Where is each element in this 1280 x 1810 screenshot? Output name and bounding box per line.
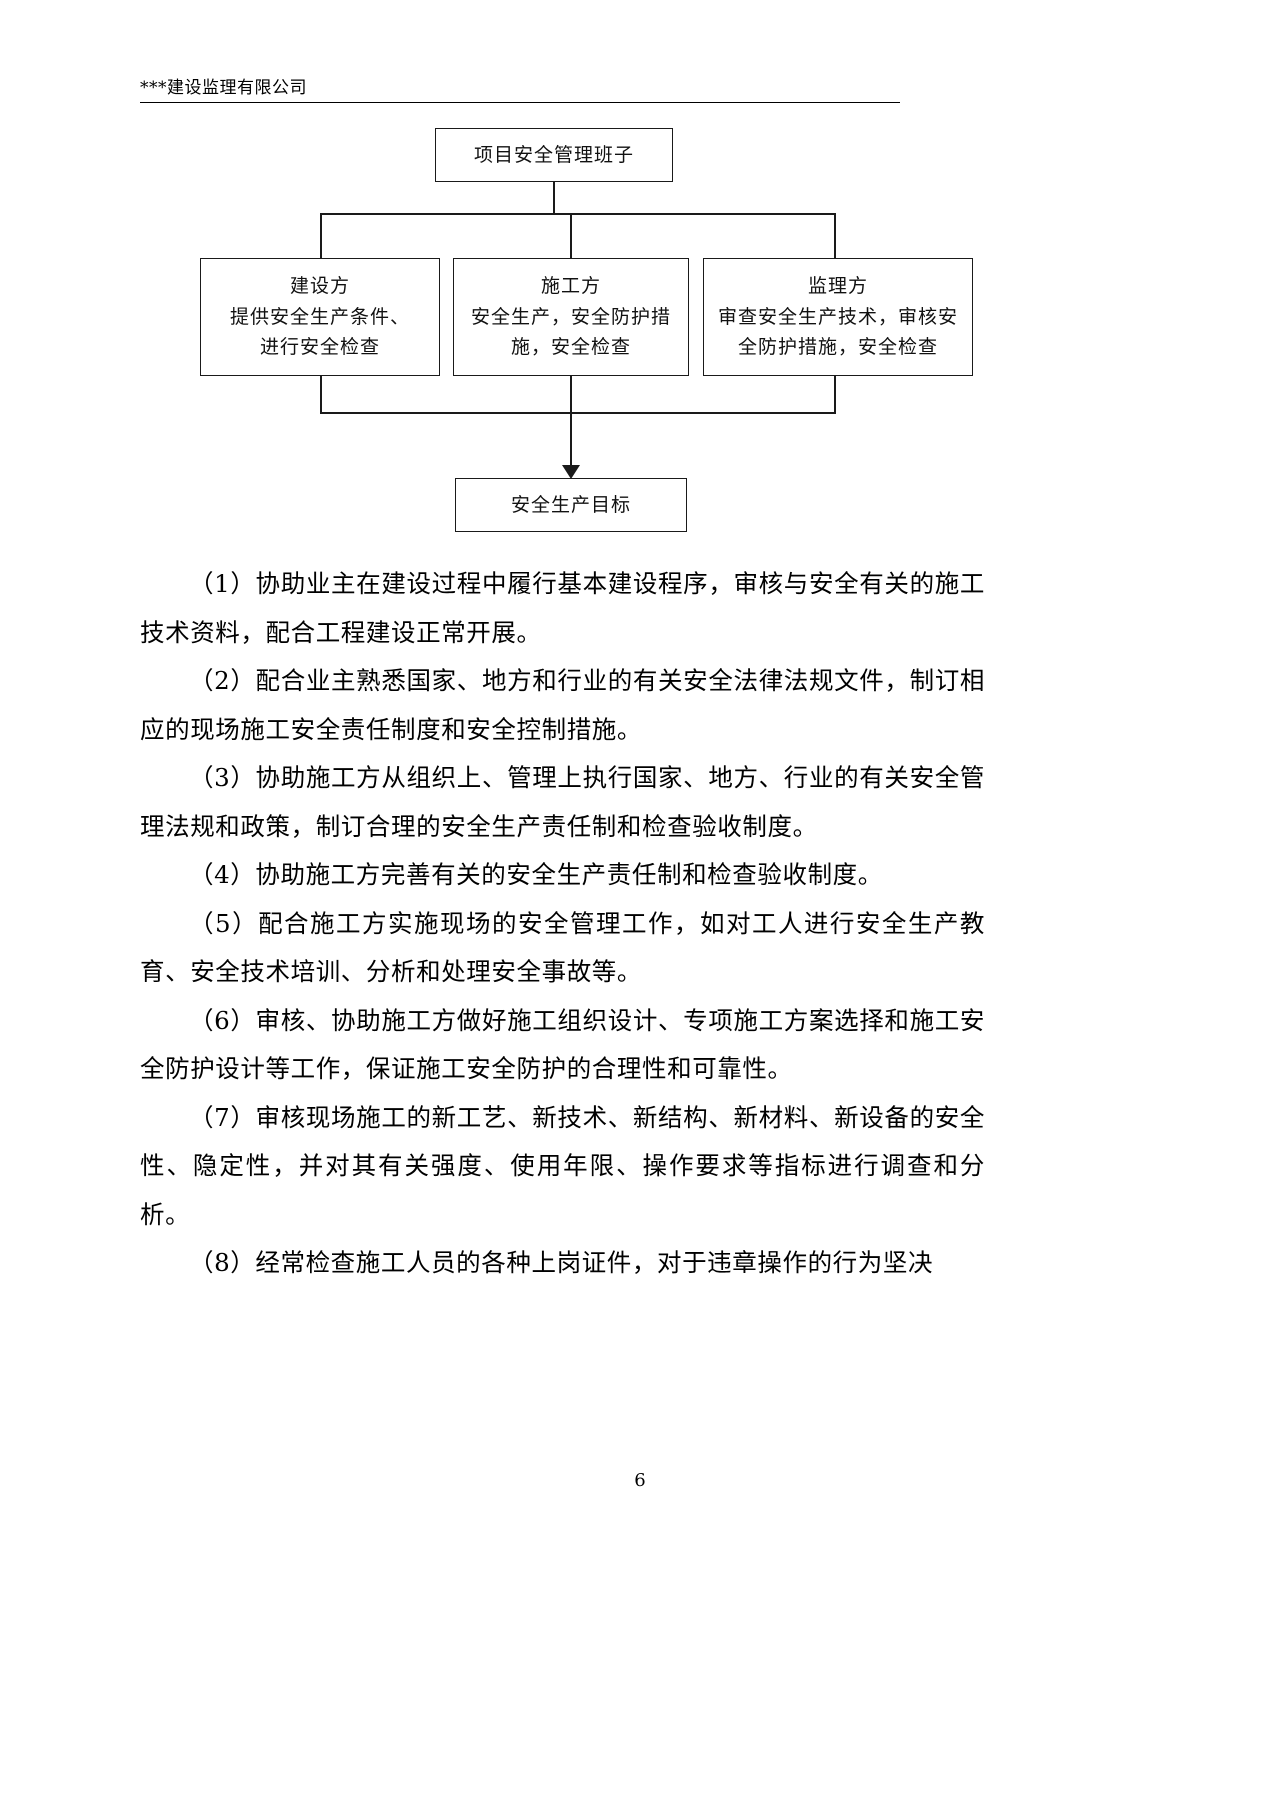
flowchart-node-owner: 建设方 提供安全生产条件、 进行安全检查 — [200, 258, 440, 376]
paragraph-5: （5）配合施工方实施现场的安全管理工作，如对工人进行安全生产教育、安全技术培训、… — [140, 908, 985, 987]
page-footer: 6 — [0, 1470, 1280, 1491]
flowchart-node-owner-line1: 提供安全生产条件、 — [229, 305, 410, 328]
flowchart-node-owner-title: 建设方 — [289, 274, 350, 297]
connector-bottom-bus — [320, 412, 835, 414]
page-number: 6 — [634, 1470, 646, 1491]
connector-top-bus — [320, 213, 835, 215]
connector-riser-supervisor — [834, 376, 836, 414]
paragraph-7: （7）审核现场施工的新工艺、新技术、新结构、新材料、新设备的安全性、隐定性，并对… — [140, 1102, 985, 1229]
flowchart-node-goal-label: 安全生产目标 — [510, 493, 631, 516]
flowchart-node-supervisor-line2: 全防护措施，安全检查 — [737, 336, 938, 359]
flowchart-node-contractor: 施工方 安全生产，安全防护措 施，安全检查 — [453, 258, 689, 376]
flowchart-node-owner-line2: 进行安全检查 — [259, 336, 380, 359]
paragraph-1: （1）协助业主在建设过程中履行基本建设程序，审核与安全有关的施工技术资料，配合工… — [140, 569, 985, 647]
connector-drop-owner — [320, 213, 322, 258]
connector-root-stem — [553, 182, 555, 214]
flowchart-node-root: 项目安全管理班子 — [435, 128, 673, 182]
flowchart-node-supervisor: 监理方 审查安全生产技术，审核安 全防护措施，安全检查 — [703, 258, 973, 376]
flowchart-node-supervisor-line1: 审查安全生产技术，审核安 — [717, 305, 958, 328]
body-content: （1）协助业主在建设过程中履行基本建设程序，审核与安全有关的施工技术资料，配合工… — [140, 560, 985, 1288]
connector-drop-contractor — [570, 213, 572, 258]
page-header: ***建设监理有限公司 — [140, 78, 900, 104]
safety-management-flowchart: 项目安全管理班子 建设方 提供安全生产条件、 进行安全检查 施工方 安全生产，安… — [0, 120, 1280, 550]
paragraph-8: （8）经常检查施工人员的各种上岗证件，对于违章操作的行为坚决 — [189, 1248, 934, 1277]
connector-riser-owner — [320, 376, 322, 414]
connector-riser-contractor — [570, 376, 572, 414]
flowchart-node-contractor-line1: 安全生产，安全防护措 — [470, 305, 671, 328]
flowchart-node-root-label: 项目安全管理班子 — [473, 143, 634, 166]
connector-drop-supervisor — [834, 213, 836, 258]
paragraph-3: （3）协助施工方从组织上、管理上执行国家、地方、行业的有关安全管理法规和政策，制… — [140, 763, 985, 841]
paragraph-2: （2）配合业主熟悉国家、地方和行业的有关安全法律法规文件，制订相应的现场施工安全… — [140, 666, 985, 744]
paragraph-6: （6）审核、协助施工方做好施工组织设计、专项施工方案选择和施工安全防护设计等工作… — [140, 1005, 985, 1084]
flowchart-node-contractor-title: 施工方 — [540, 274, 601, 297]
company-name: ***建设监理有限公司 — [140, 78, 307, 98]
flowchart-node-contractor-line2: 施，安全检查 — [510, 336, 631, 359]
flowchart-node-supervisor-title: 监理方 — [807, 274, 868, 297]
connector-goal-stem — [570, 412, 572, 469]
paragraph-4: （4）协助施工方完善有关的安全生产责任制和检查验收制度。 — [189, 860, 883, 889]
arrow-down-icon — [562, 465, 580, 479]
flowchart-node-goal: 安全生产目标 — [455, 478, 687, 532]
